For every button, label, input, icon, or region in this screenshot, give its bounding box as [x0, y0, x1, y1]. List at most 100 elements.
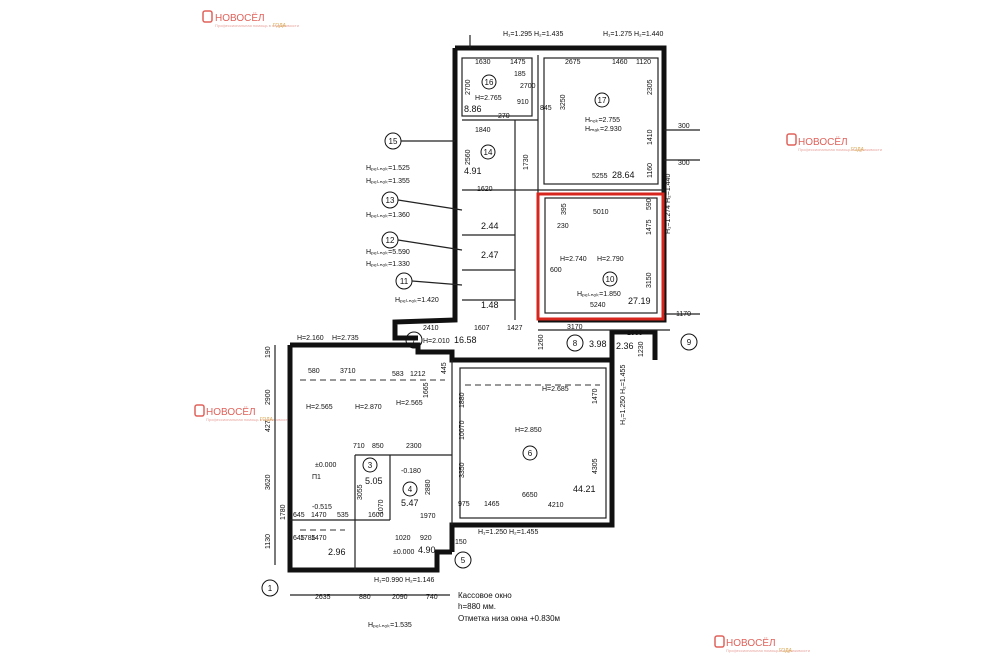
svg-text:14: 14	[484, 148, 493, 157]
room-10-outline	[544, 197, 658, 314]
dimension: 300	[678, 160, 690, 167]
dimension: 645	[293, 535, 305, 542]
dimension: 1470	[311, 535, 327, 542]
svg-text:13: 13	[386, 196, 395, 205]
room-number-14: 14	[480, 144, 496, 160]
dimension: 975	[458, 501, 470, 508]
room-number-16: 16	[481, 74, 497, 90]
room-area: 28.64	[612, 170, 635, 180]
dimension: 1630	[475, 59, 491, 66]
dimension: 2880	[425, 479, 432, 495]
outer-wall-left-lower	[287, 345, 452, 573]
room-area: 44.21	[573, 484, 596, 494]
dimension: 1730	[523, 154, 530, 170]
room-number-6: 6	[522, 445, 538, 461]
height-note: H=2.685	[542, 386, 569, 393]
watermark-brand: НОВОСЁЛ	[206, 406, 256, 418]
dimension: 910	[517, 99, 529, 106]
dimension: 1840	[475, 127, 491, 134]
height-note: H=2.870	[355, 404, 382, 411]
dimension: 645	[293, 512, 305, 519]
outer-wall-left-upper	[392, 48, 458, 341]
height-note: Hₚₑₗ.ₙₒₖ=1.850	[577, 291, 621, 298]
dimension: 2560	[465, 149, 472, 165]
dimension: 1230	[638, 341, 645, 357]
dimension: 1212	[410, 371, 426, 378]
height-note: Hₙₒₖ=2.755	[585, 117, 620, 124]
dimension: 880	[359, 594, 371, 601]
height-note: H=2.850	[515, 427, 542, 434]
room-area: 4.90	[418, 545, 436, 555]
dimension: 1470	[311, 512, 327, 519]
dimension: 850	[372, 443, 384, 450]
dimension: 5010	[593, 209, 609, 216]
dimension: 845	[540, 105, 552, 112]
leader-line	[397, 239, 463, 251]
room-6-outline	[459, 367, 607, 519]
dimension: 710	[353, 443, 365, 450]
room-area: 2.44	[481, 221, 499, 231]
svg-text:6: 6	[528, 449, 533, 458]
outer-wall-right-lower	[449, 360, 615, 552]
watermark-right: НОВОСЁЛ Профессиональная помощь в недвиж…	[786, 133, 882, 153]
dimension: 580	[308, 368, 320, 375]
room-number-10: 10	[602, 271, 618, 287]
dimension: 3620	[265, 474, 272, 490]
height-note: H=2.010	[423, 338, 450, 345]
dimension: 1460	[612, 59, 628, 66]
watermark-brand: НОВОСЁЛ	[726, 637, 776, 649]
svg-text:7: 7	[412, 336, 417, 345]
dimension: 1470	[592, 388, 599, 404]
dimension: 740	[426, 594, 438, 601]
dimension: 1607	[474, 325, 490, 332]
leader-line	[397, 199, 463, 211]
svg-text:11: 11	[400, 277, 409, 286]
height-note: H=2.735	[332, 335, 359, 342]
svg-text:3: 3	[368, 461, 373, 470]
dimension: 2305	[647, 79, 654, 95]
dimension: 1260	[538, 334, 545, 350]
dimension: 190	[265, 346, 272, 358]
dimension: 1970	[420, 513, 436, 520]
axis-marker-13: 13	[381, 191, 399, 209]
svg-text:4: 4	[408, 485, 413, 494]
watermark-subtitle: Профессиональная помощь в недвижимости	[215, 23, 299, 28]
note-cash-window: Кассовое окно	[458, 591, 512, 600]
dimension: 3350	[459, 462, 466, 478]
level-mark: ±0.000	[315, 462, 336, 469]
dimension: 2900	[265, 389, 272, 405]
dimension: 185	[514, 71, 526, 78]
dimension: 4305	[592, 458, 599, 474]
dimension: 2700	[465, 79, 472, 95]
height-note: H=2.565	[396, 400, 423, 407]
watermark-left: НОВОСЁЛ Профессиональная помощь в недвиж…	[194, 404, 290, 423]
watermark-brand: НОВОСЁЛ	[798, 136, 848, 148]
height-note: Hₚₑₗ.ₙₒₖ=5.590	[366, 249, 410, 256]
watermark-subtitle: Профессиональная помощь в недвижимости	[798, 147, 882, 152]
height-note: H=2.565	[306, 404, 333, 411]
watermark-year: ГОДА	[851, 147, 865, 153]
axis-marker-9: 9	[680, 333, 698, 351]
svg-text:12: 12	[386, 236, 395, 245]
level-mark: -0.515	[312, 504, 332, 511]
dimension: 1070	[378, 499, 385, 515]
selected-room-highlight	[536, 192, 665, 321]
dimension: 1410	[647, 129, 654, 145]
height-note: H₁=1.250 H₂=1.455	[620, 365, 627, 425]
axis-marker-8: 8	[566, 334, 584, 352]
dimension: 600	[550, 267, 562, 274]
room-area: 8.86	[464, 104, 482, 114]
watermark-year: ГОДА	[273, 23, 287, 29]
dimension: 1930	[627, 330, 643, 337]
dimension: 2410	[423, 325, 439, 332]
axis-marker-12: 12	[381, 231, 399, 249]
height-note: H₁=0.990 H₂=1.146	[374, 577, 434, 584]
dimension: 2635	[315, 594, 331, 601]
dimension: 4210	[548, 502, 564, 509]
dimension: 583	[392, 371, 404, 378]
dimension: 3170	[567, 324, 583, 331]
height-note: Hₘₐₖ=2.930	[585, 126, 622, 133]
dimension: 5255	[592, 173, 608, 180]
room-area: 2.96	[328, 547, 346, 557]
